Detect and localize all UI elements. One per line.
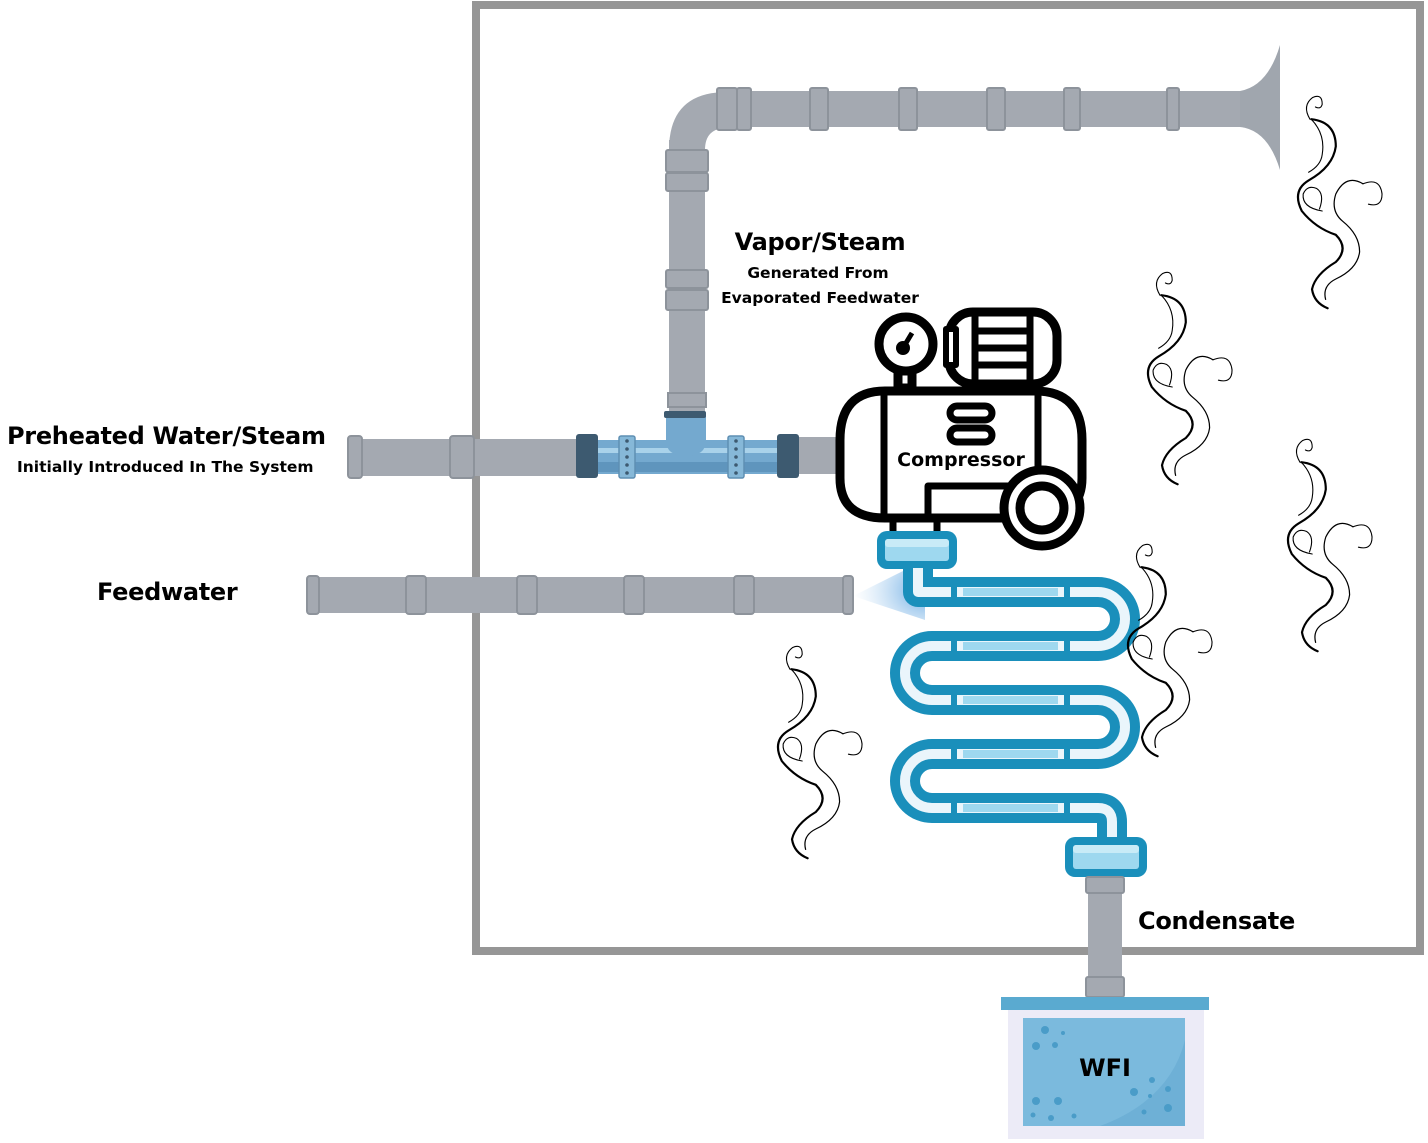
steam-wisp-stroke: [1158, 294, 1174, 349]
steam-wisp-stroke: [1132, 634, 1153, 660]
steam-wisp-stroke: [1126, 566, 1174, 758]
steam-wisp-stroke: [1314, 522, 1354, 644]
steam-wisp-stroke: [1192, 629, 1213, 654]
feedwater-label: Feedwater: [97, 578, 238, 606]
steam-wisp-stroke: [1135, 543, 1153, 568]
steam-wisp-stroke: [1295, 438, 1313, 463]
steam-wisp-stroke: [1352, 524, 1373, 549]
preheated-title-label: Preheated Water/Steam: [7, 422, 326, 450]
system-boundary: [472, 1, 1424, 955]
wheel-icon: [999, 465, 1085, 551]
vapor-riser-pipe: [665, 45, 1280, 415]
feedwater-pipe: [306, 560, 925, 620]
preheated-subtitle-label: Initially Introduced In The System: [17, 458, 314, 476]
steam-wisp-stroke: [1152, 362, 1173, 388]
condensate-label: Condensate: [1138, 907, 1295, 935]
steam-wisp-icon: [1286, 438, 1373, 653]
compressor-label: Compressor: [897, 449, 1025, 471]
steam-wisp-stroke: [1154, 627, 1194, 749]
steam-wisp-stroke: [1212, 357, 1233, 382]
steam-wisp-stroke: [1302, 186, 1323, 212]
steam-wisp-stroke: [1174, 355, 1214, 477]
steam-wisp-stroke: [1146, 294, 1194, 486]
steam-wisp-stroke: [804, 729, 844, 851]
steam-wisp-stroke: [782, 736, 803, 762]
steam-wisp-stroke: [842, 731, 863, 756]
tee-junction: [576, 411, 799, 479]
steam-wisp-stroke: [1155, 271, 1173, 296]
wfi-label: WFI: [1079, 1054, 1131, 1082]
steam-wisp-stroke: [1286, 461, 1334, 653]
compressor: [835, 307, 1087, 551]
steam-wisp-stroke: [788, 668, 804, 723]
condenser-coil: [877, 531, 1147, 877]
steam-wisp-stroke: [1298, 461, 1314, 516]
condensate-pipe: [1085, 876, 1125, 998]
vapor-title-label: Vapor/Steam: [734, 228, 906, 256]
steam-wisp-icon: [1296, 95, 1383, 310]
steam-wisp-stroke: [776, 668, 824, 860]
vapor-subtitle-line2: Evaporated Feedwater: [721, 289, 919, 307]
steam-wisp-stroke: [1362, 181, 1383, 206]
steam-wisp-stroke: [1305, 95, 1323, 120]
steam-wisp-stroke: [1324, 179, 1364, 301]
vapor-subtitle-line1: Generated From: [747, 264, 889, 282]
steam-wisp-stroke: [1292, 529, 1313, 555]
wfi-tank: [1001, 997, 1209, 1139]
steam-wisp-stroke: [1296, 118, 1344, 310]
steam-wisp-icon: [776, 645, 863, 860]
steam-wisp-icon: [1126, 543, 1213, 758]
steam-wisp-stroke: [1308, 118, 1324, 173]
steam-wisp-stroke: [785, 645, 803, 670]
steam-wisp-icon: [1146, 271, 1233, 486]
steam-wisp-stroke: [1138, 566, 1154, 621]
